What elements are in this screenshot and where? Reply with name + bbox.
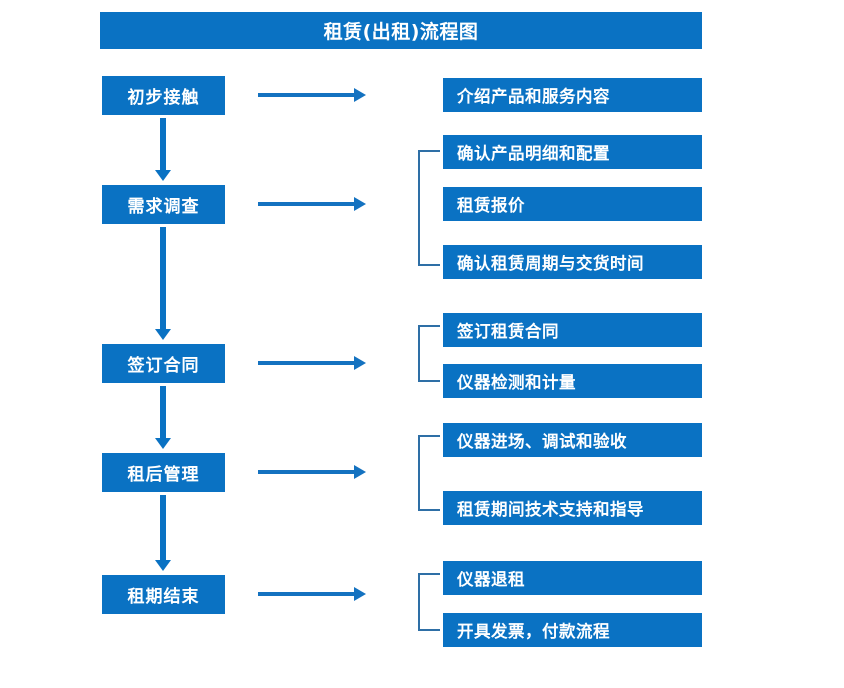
stage-box-demand-survey[interactable]: 需求调查 [102, 185, 225, 224]
arrow-head [354, 587, 366, 601]
down-arrow-icon-3 [155, 386, 171, 449]
arrow-shaft [258, 470, 356, 474]
arrow-shaft [258, 93, 356, 97]
detail-box-introduce-products-services[interactable]: 介绍产品和服务内容 [443, 78, 702, 112]
arrow-head [354, 356, 366, 370]
flowchart-title: 租赁(出租)流程图 [100, 12, 702, 49]
detail-box-instrument-return[interactable]: 仪器退租 [443, 561, 702, 595]
right-arrow-icon-2 [258, 197, 366, 211]
arrow-head [155, 170, 171, 181]
arrow-head [155, 560, 171, 571]
arrow-head [155, 438, 171, 449]
group-bracket-sign-contract [418, 325, 440, 382]
detail-box-sign-rental-contract[interactable]: 签订租赁合同 [443, 313, 702, 347]
detail-box-instrument-inspection-metering[interactable]: 仪器检测和计量 [443, 364, 702, 398]
arrow-shaft [258, 202, 356, 206]
arrow-shaft [160, 495, 166, 560]
right-arrow-icon-5 [258, 587, 366, 601]
arrow-head [354, 88, 366, 102]
detail-box-instrument-entry-commissioning-acceptance[interactable]: 仪器进场、调试和验收 [443, 423, 702, 457]
detail-box-technical-support-during-rental[interactable]: 租赁期间技术支持和指导 [443, 491, 702, 525]
arrow-shaft [258, 592, 356, 596]
detail-box-rental-quotation[interactable]: 租赁报价 [443, 187, 702, 221]
arrow-shaft [258, 361, 356, 365]
group-bracket-rental-end [418, 573, 440, 631]
detail-box-confirm-product-details-config[interactable]: 确认产品明细和配置 [443, 135, 702, 169]
right-arrow-icon-1 [258, 88, 366, 102]
arrow-head [354, 197, 366, 211]
arrow-head [155, 329, 171, 340]
down-arrow-icon-2 [155, 227, 171, 340]
stage-box-initial-contact[interactable]: 初步接触 [102, 76, 225, 115]
right-arrow-icon-3 [258, 356, 366, 370]
arrow-shaft [160, 386, 166, 438]
arrow-shaft [160, 227, 166, 329]
arrow-shaft [160, 118, 166, 170]
stage-box-post-rental-management[interactable]: 租后管理 [102, 453, 225, 492]
down-arrow-icon-1 [155, 118, 171, 181]
stage-box-rental-end[interactable]: 租期结束 [102, 575, 225, 614]
arrow-head [354, 465, 366, 479]
stage-box-sign-contract[interactable]: 签订合同 [102, 344, 225, 383]
group-bracket-post-rental [418, 435, 440, 511]
right-arrow-icon-4 [258, 465, 366, 479]
detail-box-invoice-payment-process[interactable]: 开具发票，付款流程 [443, 613, 702, 647]
group-bracket-demand-survey [418, 150, 440, 266]
down-arrow-icon-4 [155, 495, 171, 571]
detail-box-confirm-rental-period-delivery-time[interactable]: 确认租赁周期与交货时间 [443, 245, 702, 279]
